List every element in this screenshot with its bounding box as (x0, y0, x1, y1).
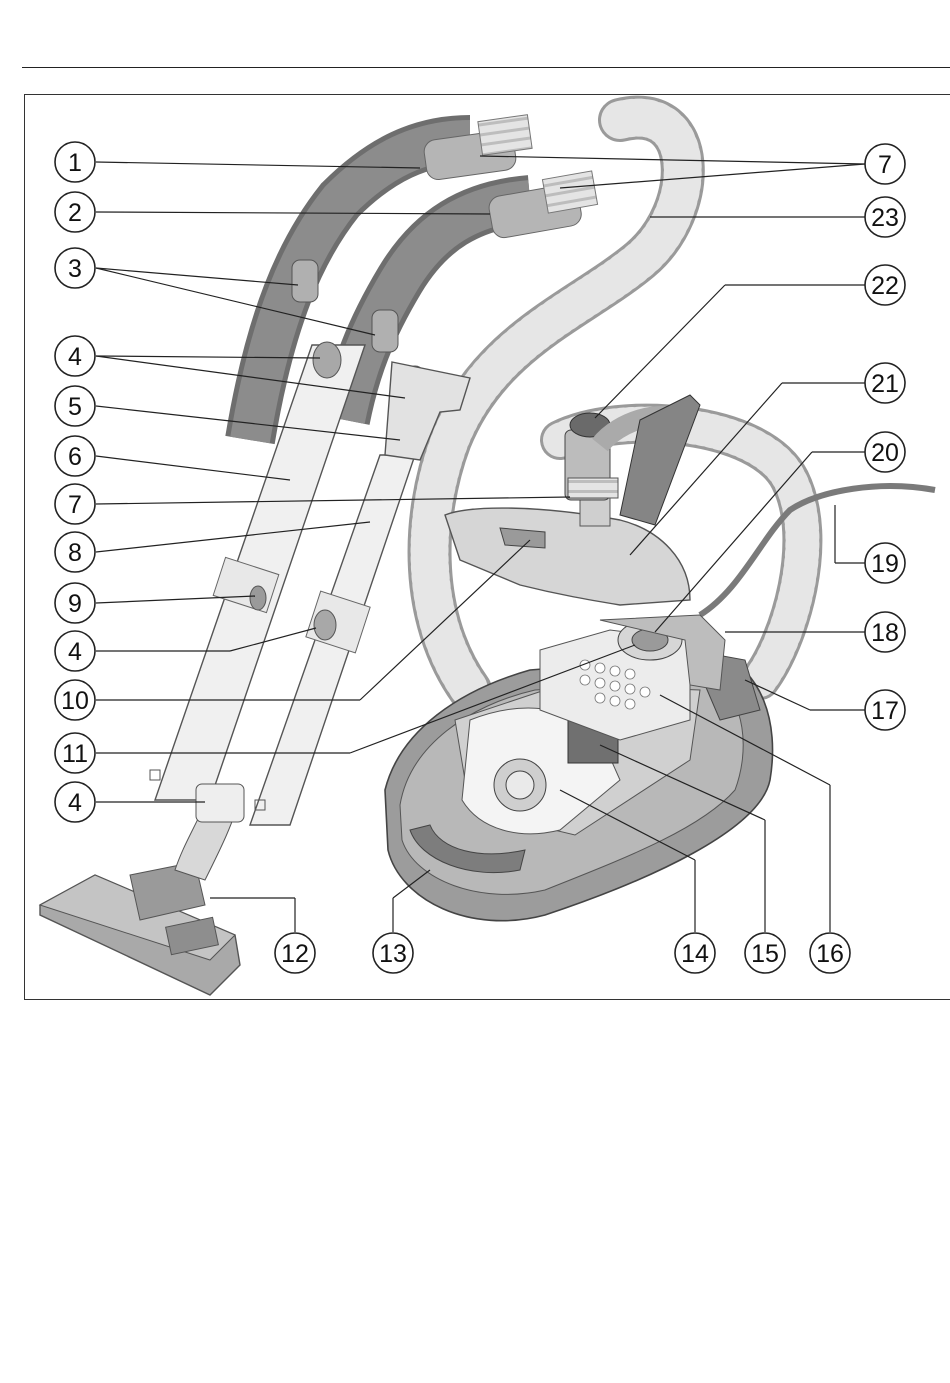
callout-13-label: 13 (379, 940, 407, 968)
callout-18-label: 18 (871, 619, 899, 647)
callout-7-right: 7 (865, 144, 905, 184)
callout-12: 12 (275, 933, 315, 973)
callout-20: 20 (865, 432, 905, 472)
callout-23: 23 (865, 197, 905, 237)
callout-2-label: 2 (68, 199, 82, 227)
callout-4-middle: 4 (55, 631, 95, 671)
callout-13: 13 (373, 933, 413, 973)
callout-4-bottom: 4 (55, 782, 95, 822)
callout-12-label: 12 (281, 940, 309, 968)
callout-8-label: 8 (68, 539, 82, 567)
callout-22: 22 (865, 265, 905, 305)
tube-release-button (250, 586, 266, 610)
tube-connector (568, 478, 618, 498)
callout-19-label: 19 (871, 550, 899, 578)
callout-3: 3 (55, 248, 95, 288)
handle-button (292, 260, 318, 302)
callout-4-top-label: 4 (68, 343, 82, 371)
release-button (313, 342, 341, 378)
callout-1: 1 (55, 142, 95, 182)
callout-16-label: 16 (816, 940, 844, 968)
callout-15: 15 (745, 933, 785, 973)
callout-8: 8 (55, 532, 95, 572)
callout-14: 14 (675, 933, 715, 973)
callout-1-label: 1 (68, 149, 82, 177)
callout-15-label: 15 (751, 940, 779, 968)
release-button (314, 610, 336, 640)
callout-21: 21 (865, 363, 905, 403)
callout-7-right-label: 7 (878, 151, 892, 179)
callout-3-label: 3 (68, 255, 82, 283)
callout-4-top: 4 (55, 336, 95, 376)
callout-7-left: 7 (55, 484, 95, 524)
callout-23-label: 23 (871, 204, 899, 232)
callout-20-label: 20 (871, 439, 899, 467)
callout-4-middle-label: 4 (68, 638, 82, 666)
callout-11-label: 11 (62, 740, 88, 768)
handle-button (372, 310, 398, 352)
callout-2: 2 (55, 192, 95, 232)
callout-11: 11 (55, 733, 95, 773)
callout-16: 16 (810, 933, 850, 973)
callout-4-bottom-label: 4 (68, 789, 82, 817)
callout-14-label: 14 (681, 940, 709, 968)
callout-6-label: 6 (68, 443, 82, 471)
callout-22-label: 22 (871, 272, 899, 300)
callout-18: 18 (865, 612, 905, 652)
callout-7-left-label: 7 (68, 491, 82, 519)
callout-5: 5 (55, 386, 95, 426)
callout-9-label: 9 (68, 590, 82, 618)
callout-6: 6 (55, 436, 95, 476)
callout-21-label: 21 (871, 370, 899, 398)
lid-release-catch (500, 528, 545, 548)
callout-19: 19 (865, 543, 905, 583)
callout-10-label: 10 (61, 687, 89, 715)
callout-17: 17 (865, 690, 905, 730)
callout-10: 10 (55, 680, 95, 720)
callout-5-label: 5 (68, 393, 82, 421)
callout-9: 9 (55, 583, 95, 623)
callout-17-label: 17 (871, 697, 899, 725)
